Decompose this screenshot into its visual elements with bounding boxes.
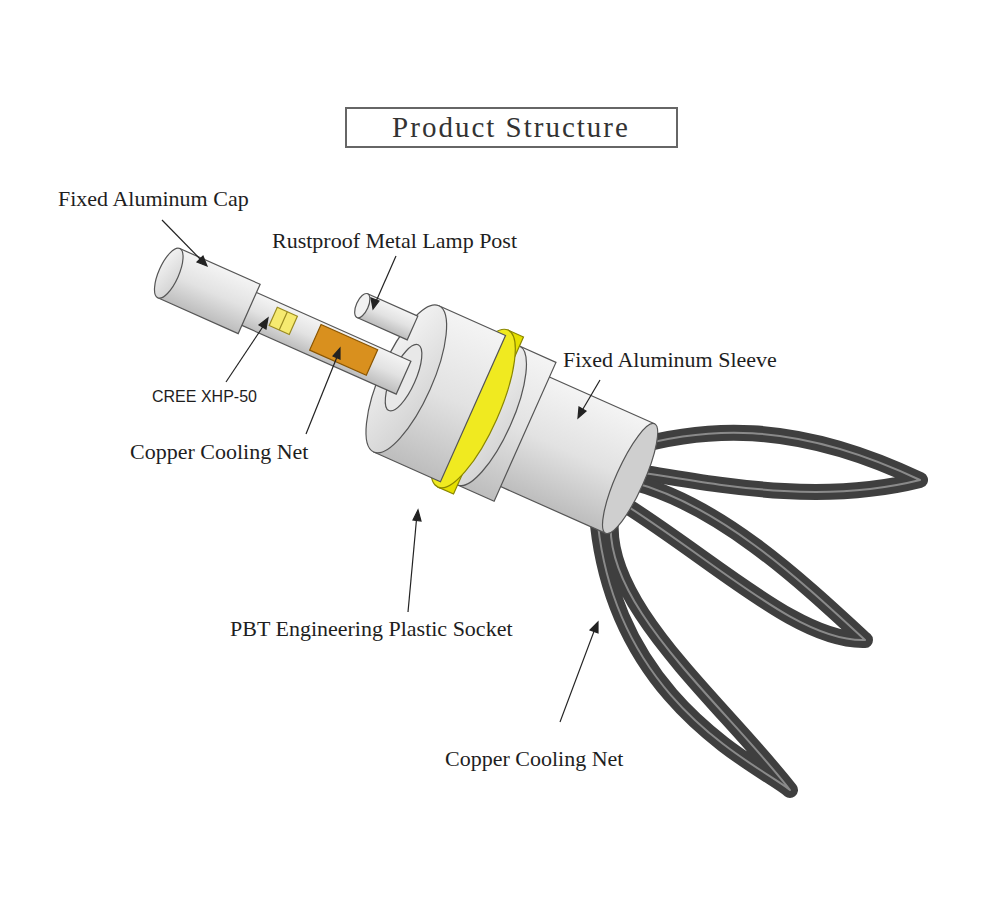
cooling-ribbons — [598, 433, 920, 790]
bulb-body — [125, 191, 678, 563]
leader-lines — [162, 220, 600, 722]
part-label: Fixed Aluminum Sleeve — [563, 349, 777, 371]
part-label: Rustproof Metal Lamp Post — [272, 230, 517, 252]
part-label: PBT Engineering Plastic Socket — [230, 618, 513, 640]
part-label: Copper Cooling Net — [130, 441, 308, 463]
part-label: Copper Cooling Net — [445, 748, 623, 770]
part-label: Fixed Aluminum Cap — [58, 188, 249, 210]
part-label: CREE XHP-50 — [152, 389, 257, 405]
diagram-title: Product Structure — [345, 107, 678, 148]
